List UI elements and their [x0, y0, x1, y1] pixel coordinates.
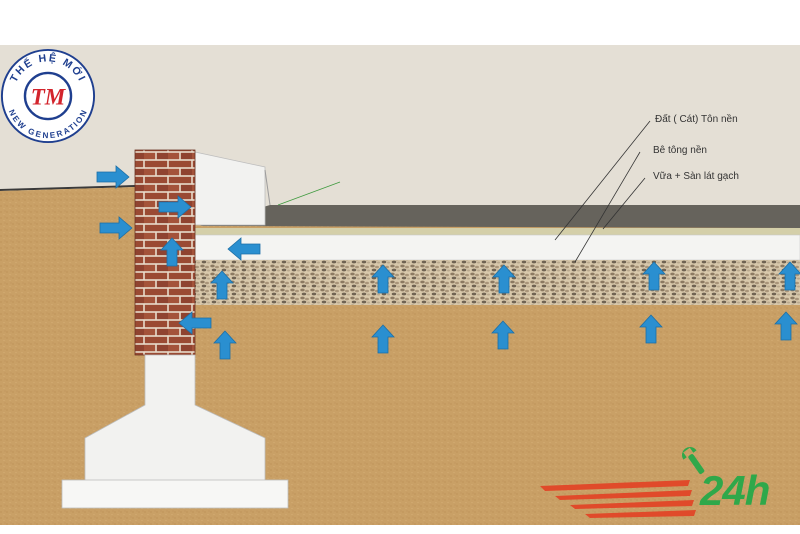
floor-tile-surface	[200, 205, 800, 228]
footing-base	[61, 479, 289, 509]
background-top	[0, 0, 800, 45]
company-logo: THẾ HỆ MỚI NEW GENERATION TM	[0, 48, 96, 144]
ground-surface-line	[0, 185, 136, 191]
brand-24h: 24h	[700, 467, 770, 514]
leader-line-mortar	[602, 177, 646, 230]
brand-speed-lines	[540, 480, 696, 518]
wall-edge	[264, 169, 271, 206]
label-fill-soil: Đất ( Cát) Tôn nền	[655, 114, 738, 125]
logo-initials: TM	[31, 84, 67, 110]
label-concrete: Bê tông nền	[653, 145, 707, 156]
mortar-layer	[195, 228, 800, 235]
wrench-icon	[682, 447, 705, 474]
gravel-fill-layer	[195, 260, 800, 305]
guide-line	[277, 181, 341, 206]
leader-line-fill	[554, 120, 651, 241]
leader-line-concrete	[574, 151, 641, 263]
concrete-slab	[194, 234, 800, 261]
label-mortar-tile: Vữa + Sàn lát gạch	[653, 171, 739, 182]
